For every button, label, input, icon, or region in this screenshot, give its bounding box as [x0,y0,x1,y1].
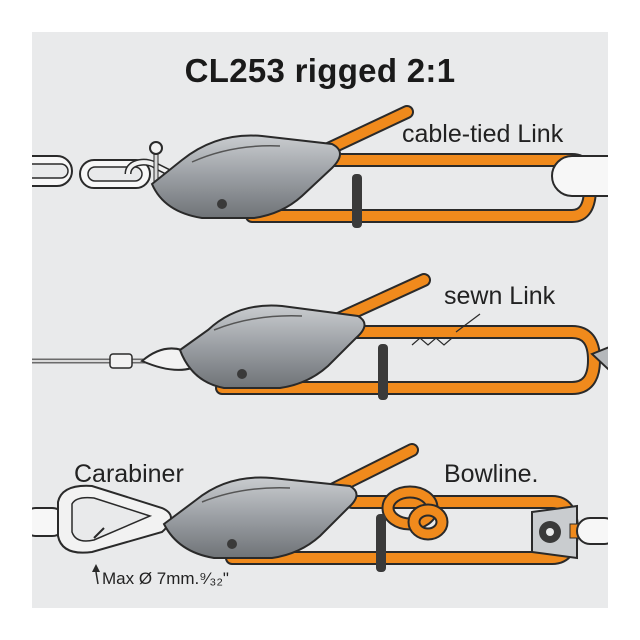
shackle-icon [124,141,170,182]
clam-cleat-icon [162,476,358,559]
cable-tie-icon [352,174,362,228]
clam-cleat-icon [150,134,341,219]
label-sewn-link: sewn Link [444,282,556,310]
row-cable-tied [32,105,608,228]
diagram-panel: CL253 rigged 2:1 [32,32,608,608]
label-max-diameter: Max Ø 7mm.⁹⁄₃₂" [102,569,229,588]
cable-tie-icon [376,514,386,572]
carabiner-icon [57,484,172,554]
clam-cleat-icon [178,304,366,389]
row-sewn [32,273,608,400]
label-bowline: Bowline. [444,460,539,488]
cable-tie-icon [378,344,388,400]
chain-link-icon [551,155,608,197]
pulley-icon [531,504,581,560]
rigging-illustration [32,105,608,585]
chain-link-icon [576,517,608,545]
label-carabiner: Carabiner [74,460,184,488]
chain-link-icon [32,155,151,189]
row-carabiner [32,443,608,585]
label-cable-tied-link: cable-tied Link [402,120,564,148]
diagram-title: CL253 rigged 2:1 [184,52,456,89]
